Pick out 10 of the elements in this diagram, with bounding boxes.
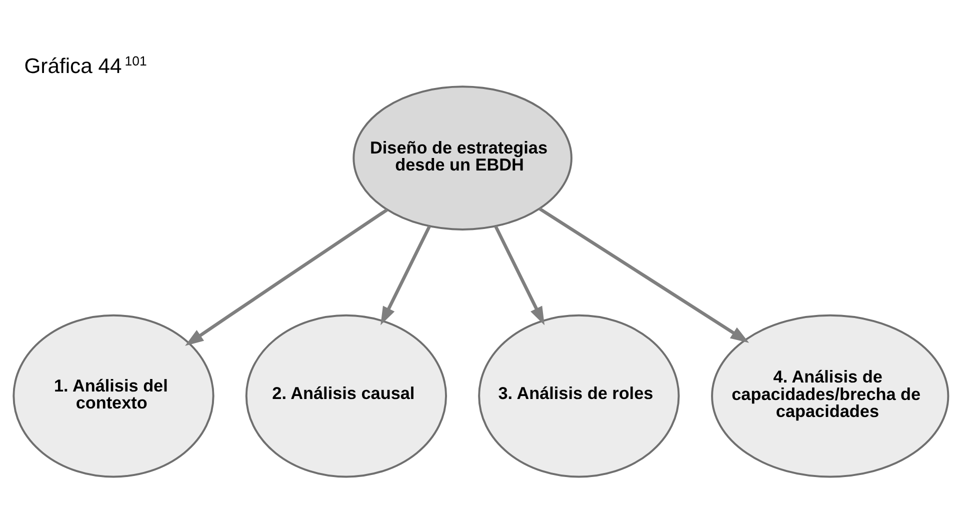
node-ellipse: 2. Análisis causal xyxy=(245,314,448,478)
arrow xyxy=(494,224,545,325)
node-ellipse: 1. Análisis del contexto xyxy=(12,314,214,478)
arrow xyxy=(380,224,431,325)
node-ellipse: Diseño de estrategias desde un EBDH xyxy=(352,85,572,230)
diagram-title: Gráfica 44$^{101}$ xyxy=(24,53,147,78)
node-ellipse: 3. Análisis de roles xyxy=(478,314,680,478)
arrow xyxy=(185,208,388,346)
node-ellipse: 4. Análisis de capacidades/brecha de capacidades xyxy=(711,314,950,478)
arrow xyxy=(538,206,750,342)
